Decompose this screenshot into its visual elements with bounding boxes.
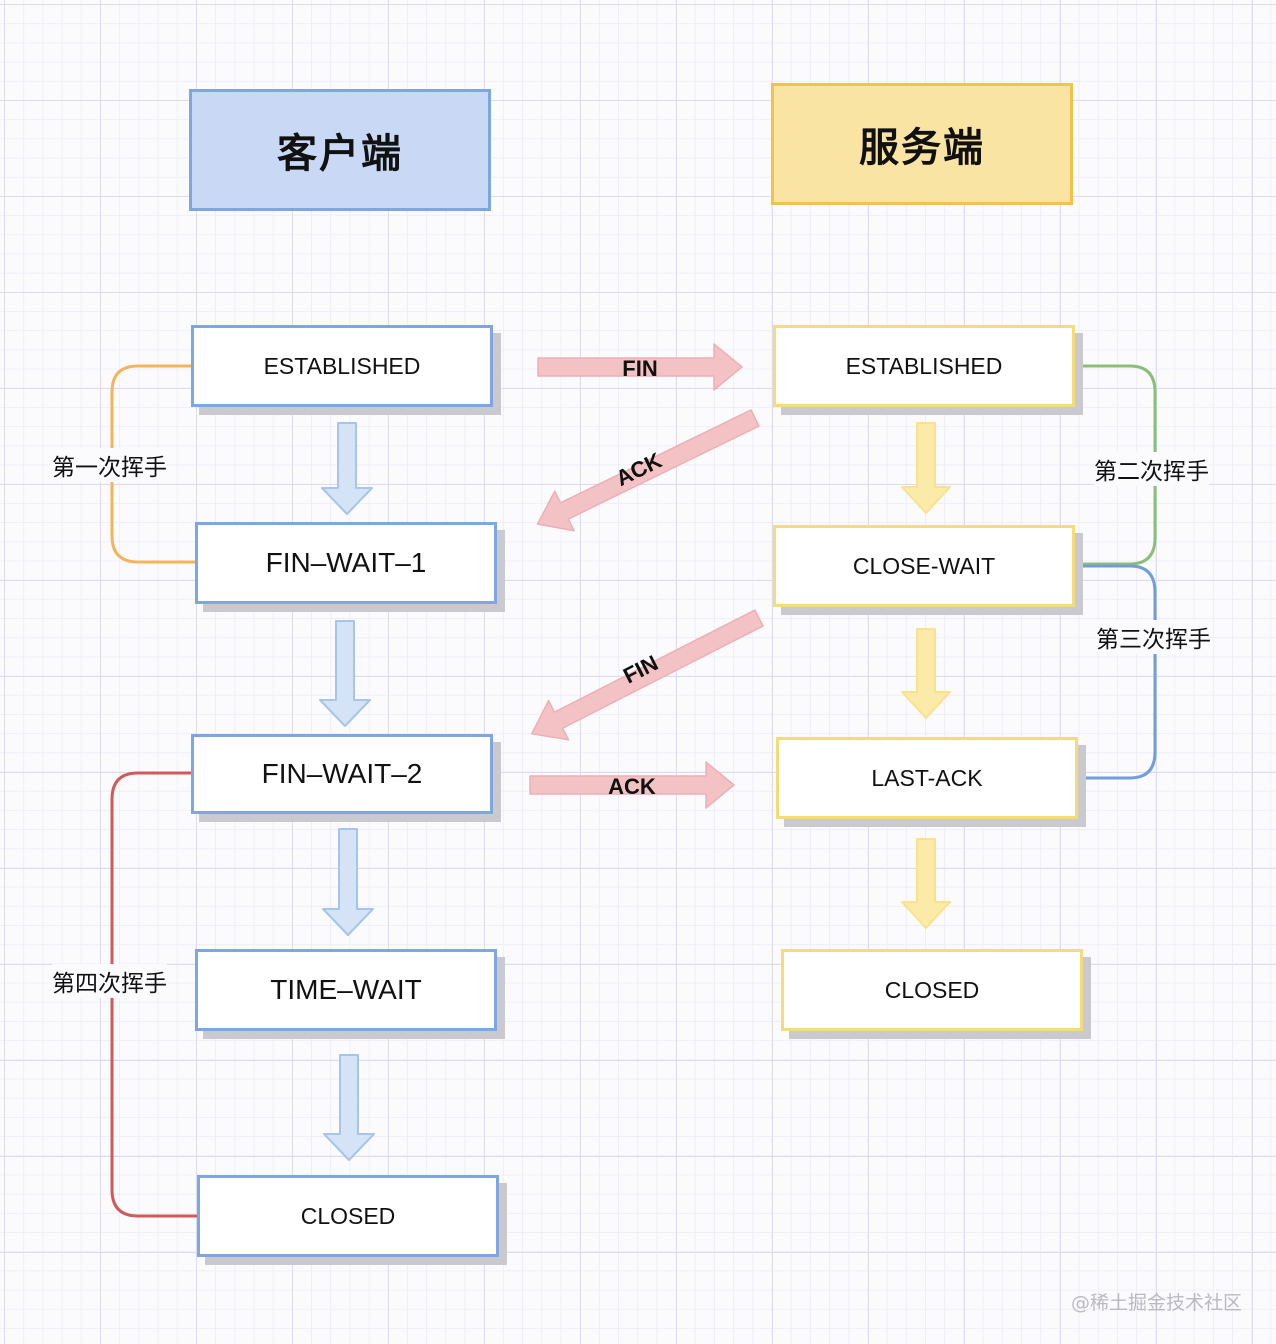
message-arrows <box>529 343 764 809</box>
first-wave-label: 第一次挥手 <box>52 448 167 482</box>
second-wave-label: 第二次挥手 <box>1094 452 1209 486</box>
third-wave-bracket <box>1075 564 1157 780</box>
client-arrow-1 <box>321 422 373 515</box>
ack-label-2: ACK <box>608 774 656 799</box>
client-arrow-3 <box>322 828 374 936</box>
server-state-last-ack: LAST-ACK <box>776 737 1078 819</box>
server-arrow-1 <box>901 422 951 514</box>
ack-arrow-2 <box>529 761 735 809</box>
client-state-closed: CLOSED <box>197 1175 499 1257</box>
server-state-close-wait: CLOSE-WAIT <box>773 525 1075 607</box>
client-state-time-wait: TIME–WAIT <box>195 949 497 1031</box>
fin-arrow-1 <box>537 343 743 391</box>
third-wave-label: 第三次挥手 <box>1096 620 1211 654</box>
watermark: @稀土掘金技术社区 <box>1070 1292 1242 1314</box>
server-state-established: ESTABLISHED <box>773 325 1075 407</box>
client-arrow-2 <box>319 620 371 727</box>
client-down-arrows <box>319 422 375 1161</box>
fin-label-1: FIN <box>622 356 657 381</box>
server-arrow-2 <box>901 628 951 719</box>
client-state-fin-wait-1: FIN–WAIT–1 <box>195 522 497 604</box>
fin-arrow-2 <box>531 609 764 741</box>
server-header: 服务端 <box>771 83 1073 205</box>
client-state-fin-wait-2: FIN–WAIT–2 <box>191 734 493 814</box>
client-header: 客户端 <box>189 89 491 211</box>
client-state-established: ESTABLISHED <box>191 325 493 407</box>
server-state-closed: CLOSED <box>781 949 1083 1031</box>
client-arrow-4 <box>323 1054 375 1161</box>
fourth-wave-label: 第四次挥手 <box>52 964 167 998</box>
ack-arrow-1 <box>536 409 760 532</box>
server-down-arrows <box>901 422 951 929</box>
server-arrow-3 <box>901 838 951 929</box>
